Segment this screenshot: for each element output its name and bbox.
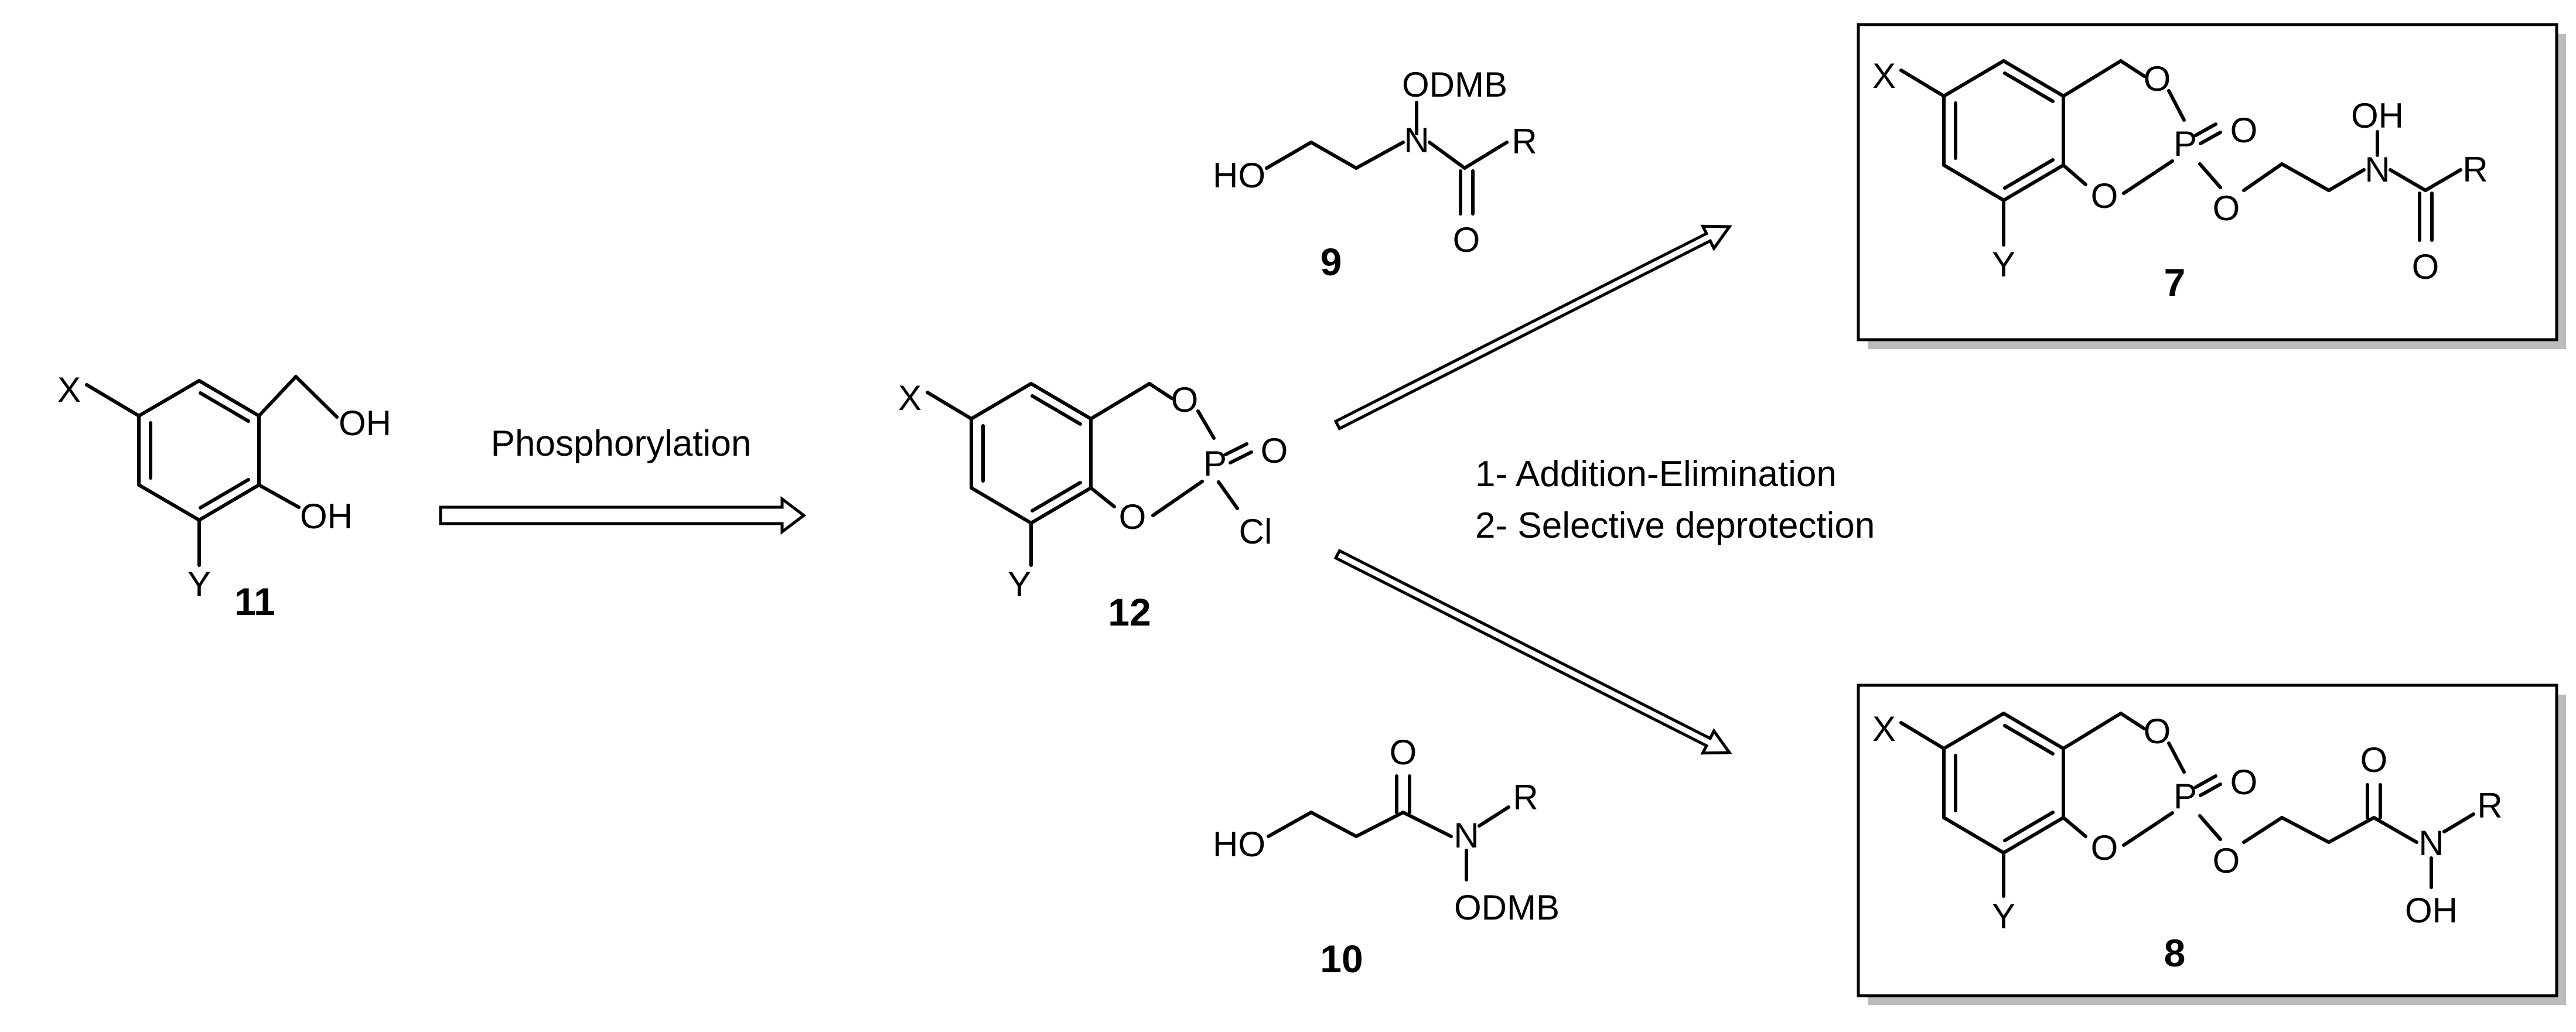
atom-o-ring-top: O (2144, 59, 2171, 98)
compound-10: HO O N R ODMB 10 (1213, 733, 1560, 980)
atom-o-ring-bottom: O (2091, 176, 2118, 216)
atom-o-ring-bottom: O (2091, 828, 2118, 867)
compound-number: 8 (2164, 931, 2186, 975)
reaction-arrow-lower (1333, 548, 1732, 755)
atom-o: O (2412, 247, 2439, 286)
atom-p: P (1203, 444, 1227, 483)
atom-o-ester: O (2213, 189, 2240, 228)
atom-x: X (57, 370, 81, 409)
atom-ho: HO (1213, 156, 1265, 195)
compound-number: 9 (1321, 240, 1342, 283)
atom-x: X (898, 378, 922, 418)
compound-number: 7 (2164, 261, 2186, 304)
reaction-arrow (439, 496, 807, 535)
reaction-arrow-upper (1333, 224, 1732, 431)
atom-y: Y (1008, 565, 1031, 604)
atom-o: O (2360, 740, 2388, 780)
atom-cl: Cl (1239, 512, 1272, 551)
atom-p: P (2174, 124, 2197, 163)
atom-x: X (1872, 56, 1896, 95)
atom-n: N (1404, 121, 1429, 160)
atom-r: R (2462, 150, 2488, 189)
compound-7-bonds (1899, 59, 2462, 247)
atom-x: X (1872, 709, 1896, 749)
atom-o-double: O (2230, 111, 2258, 150)
reaction-step-coupling: 1- Addition-Elimination 2- Selective dep… (1333, 224, 1875, 755)
compound-12-bonds (926, 382, 1253, 567)
atom-y: Y (1992, 897, 2015, 936)
atom-odmb: ODMB (1454, 888, 1560, 927)
atom-oh: OH (2405, 891, 2458, 930)
atom-r: R (2477, 786, 2502, 825)
atom-o-ring-bottom: O (1119, 497, 1147, 536)
atom-r: R (1513, 778, 1538, 817)
atom-o-ring-top: O (1171, 380, 1199, 419)
compound-8-box: X Y O O P O O O N R OH 8 (1857, 684, 2566, 1005)
product-box (1857, 23, 2558, 341)
reaction-step-phosphorylation: Phosphorylation (439, 423, 807, 535)
condition-selective-deprotection: 2- Selective deprotection (1475, 505, 1875, 546)
atom-n: N (2418, 823, 2444, 863)
atom-odmb: ODMB (1402, 65, 1507, 104)
compound-9: HO N ODMB O R 9 (1213, 65, 1537, 283)
atom-o-ester: O (2213, 841, 2240, 880)
atom-n: N (1454, 816, 1479, 855)
atom-ho: HO (1213, 825, 1265, 864)
atom-y: Y (1992, 245, 2015, 284)
compound-9-bonds (1265, 101, 1509, 216)
atom-o: O (1390, 733, 1417, 772)
atom-o-double: O (1261, 431, 1288, 470)
product-box (1857, 684, 2558, 997)
compound-11: X Y OH OH 11 (57, 370, 391, 623)
atom-r: R (1512, 122, 1537, 161)
atom-o: O (1453, 220, 1480, 259)
compound-10-bonds (1267, 774, 1510, 881)
compound-12: X Y O O P O Cl 12 (898, 378, 1288, 634)
atom-oh: OH (2351, 96, 2404, 135)
compound-11-bonds (85, 375, 339, 567)
atom-o-double: O (2230, 763, 2258, 802)
compound-number: 10 (1320, 937, 1363, 980)
condition-phosphorylation: Phosphorylation (491, 423, 752, 464)
atom-y: Y (187, 565, 211, 604)
compound-number: 12 (1108, 590, 1151, 634)
compound-8-bonds (1899, 712, 2475, 898)
compound-7-box: X Y O O P O O N OH O R 7 (1857, 23, 2566, 349)
atom-oh-benzylic: OH (339, 404, 391, 443)
condition-addition-elimination: 1- Addition-Elimination (1475, 454, 1837, 494)
atom-oh-phenol: OH (300, 497, 353, 536)
atom-n: N (2365, 150, 2390, 189)
compound-number: 11 (234, 580, 275, 623)
atom-o-ring-top: O (2144, 712, 2171, 751)
atom-p: P (2174, 777, 2197, 816)
